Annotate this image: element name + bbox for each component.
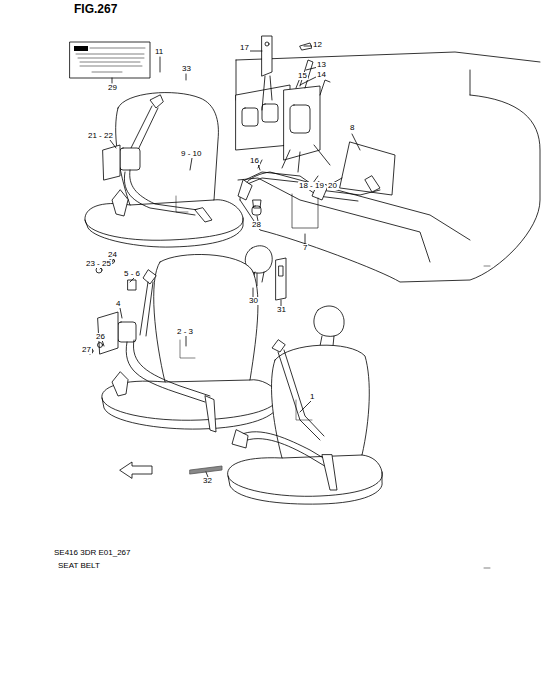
callout-number: 8 (349, 124, 355, 132)
callout-number: 29 (107, 84, 118, 92)
callout-number: 14 (316, 71, 327, 79)
caption-text: SEAT BELT (57, 562, 101, 570)
figure-title: FIG.267 (74, 3, 117, 15)
callout-number: 7 (302, 244, 308, 252)
callout-number: 30 (248, 297, 259, 305)
callout-number: 1 (309, 393, 315, 401)
callout-number: 24 (107, 251, 118, 259)
callout-number: 18 - 19 (298, 182, 325, 190)
callout-number: 20 (327, 182, 338, 190)
callout-number: 26 (95, 333, 106, 341)
callout-number: 4 (115, 300, 121, 308)
callout-number: 27 (81, 346, 92, 354)
callout-number: 12 (312, 41, 323, 49)
callout-number: 32 (202, 477, 213, 485)
callout-number: 13 (316, 61, 327, 69)
callout-number: 9 - 10 (180, 150, 202, 158)
callout-number: 5 - 6 (123, 270, 141, 278)
caption-text: SE416 3DR E01_267 (53, 549, 132, 557)
callout-number: 28 (251, 221, 262, 229)
callout-number: 31 (276, 306, 287, 314)
callout-number: 15 (297, 72, 308, 80)
callout-number: 16 (249, 157, 260, 165)
callout-number: 17 (239, 44, 250, 52)
callout-number: 2 - 3 (176, 328, 194, 336)
callout-number: 11 (154, 48, 164, 56)
callout-number: 21 - 22 (87, 132, 114, 140)
callout-number: 33 (181, 65, 192, 73)
callout-number: 23 - 25 (85, 260, 112, 268)
